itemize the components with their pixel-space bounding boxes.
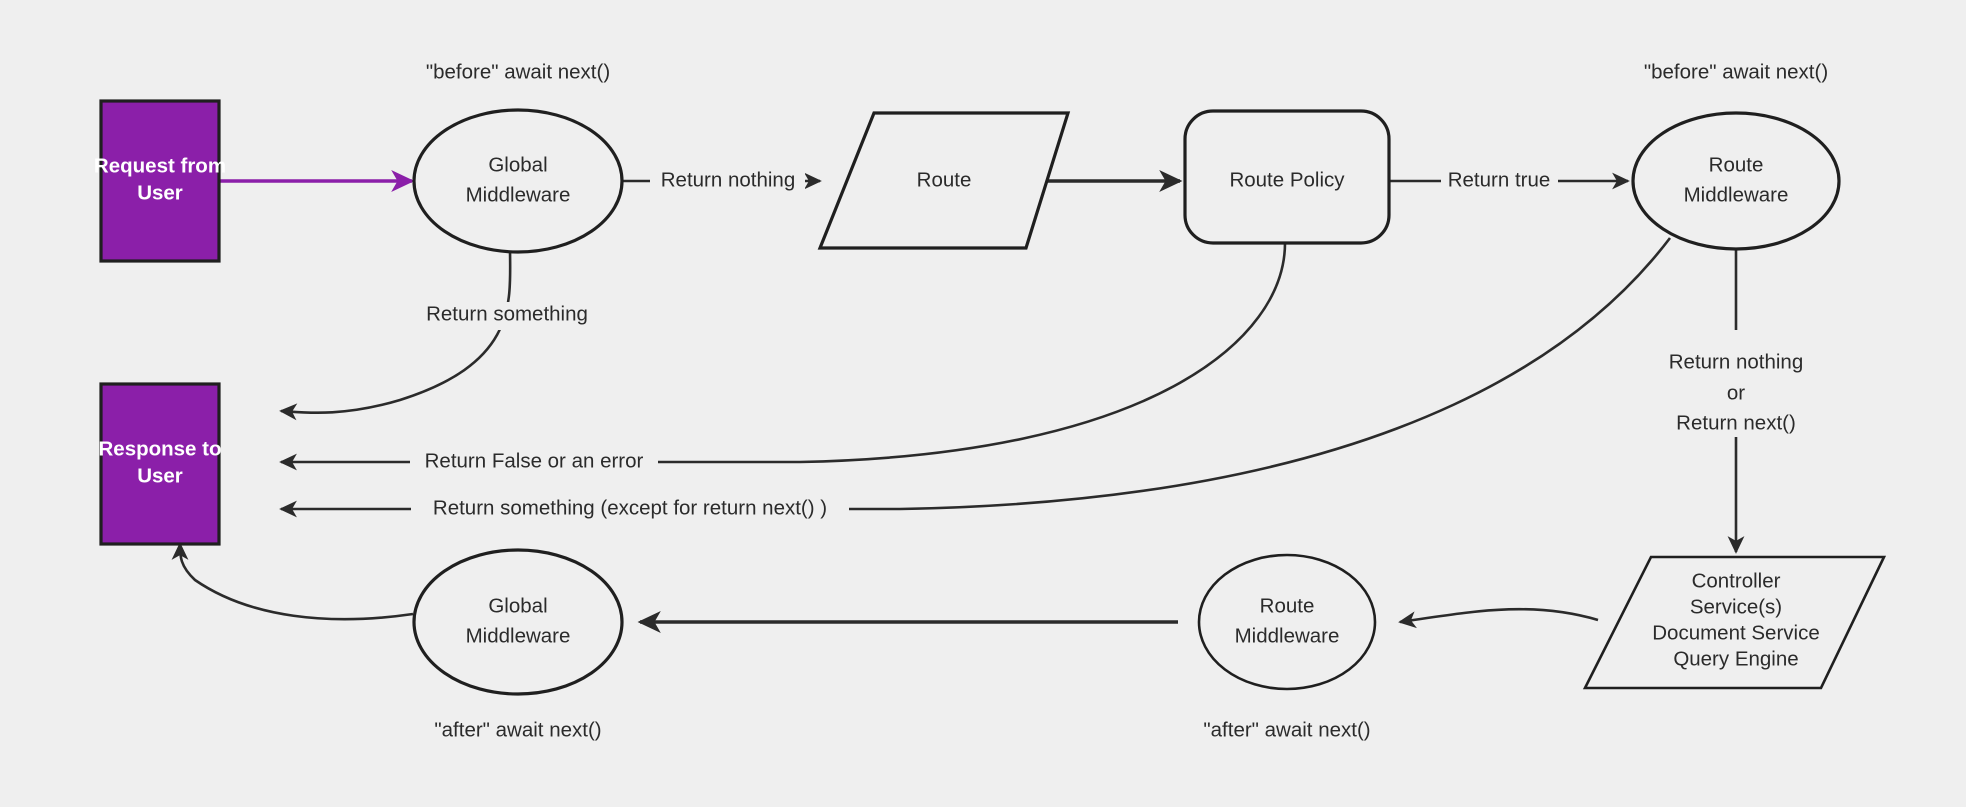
annotation-before-await-next-left: "before" await next() <box>426 60 610 83</box>
route-middleware-before-ellipse[interactable] <box>1631 111 1841 251</box>
return-false-or-error-label: Return False or an error <box>425 449 644 472</box>
return-nothing-or-next-line2: or <box>1727 381 1745 404</box>
global-middleware-before-label-line1: Global <box>488 153 547 176</box>
route-label: Route <box>917 168 972 191</box>
route-middleware-after-label-line2: Middleware <box>1235 624 1340 647</box>
route-policy-label: Route Policy <box>1229 168 1345 191</box>
edge-global-middleware-after-to-response <box>171 542 414 621</box>
annotation-before-await-next-right: "before" await next() <box>1644 60 1828 83</box>
node-request-from-user[interactable]: Request from User <box>94 99 226 263</box>
return-true-label: Return true <box>1448 168 1551 191</box>
return-something-label-bg <box>411 302 603 330</box>
global-middleware-after-label-line1: Global <box>488 594 547 617</box>
request-from-user-box[interactable] <box>99 99 221 263</box>
label-return-nothing: Return nothing <box>650 168 805 194</box>
return-nothing-or-next-label-bg <box>1645 345 1829 437</box>
route-middleware-before-label-line1: Route <box>1709 153 1764 176</box>
return-false-or-error-label-bg <box>410 449 658 475</box>
annotation-after-await-next-right: "after" await next() <box>1203 718 1370 741</box>
return-something-label: Return something <box>426 302 588 325</box>
response-to-user-label-line1: Response to <box>98 437 221 460</box>
edge-route-policy-return-false <box>279 242 1287 471</box>
annotation-after-await-next-left: "after" await next() <box>434 718 601 741</box>
route-middleware-after-label-line1: Route <box>1260 594 1315 617</box>
controller-label-line4: Query Engine <box>1673 647 1798 670</box>
node-route-policy[interactable]: Route Policy <box>1183 109 1391 245</box>
route-parallelogram[interactable] <box>817 111 1071 250</box>
global-middleware-after-label-line2: Middleware <box>466 624 571 647</box>
controller-label-line3: Document Service <box>1652 621 1819 644</box>
label-return-something: Return something <box>411 302 603 330</box>
request-from-user-label-line2: User <box>137 181 183 204</box>
node-route-middleware-after[interactable]: Route Middleware <box>1197 553 1377 691</box>
return-nothing-or-next-line1: Return nothing <box>1669 350 1803 373</box>
return-nothing-label-bg <box>650 168 805 194</box>
label-return-something-except-next: Return something (except for return next… <box>411 496 849 522</box>
route-policy-box[interactable] <box>1183 109 1391 245</box>
node-global-middleware-after[interactable]: Global Middleware <box>412 548 624 696</box>
node-route[interactable]: Route <box>817 111 1071 250</box>
return-true-label-bg <box>1441 168 1558 194</box>
edge-controller-to-route-middleware-after <box>1398 607 1599 629</box>
return-something-except-next-label-bg <box>411 496 849 522</box>
global-middleware-before-label-line2: Middleware <box>466 183 571 206</box>
controller-label-line1: Controller <box>1692 569 1781 592</box>
label-return-true: Return true <box>1441 168 1558 194</box>
controller-parallelogram[interactable] <box>1582 555 1887 690</box>
response-to-user-box[interactable] <box>99 382 221 546</box>
label-return-false-or-error: Return False or an error <box>410 449 658 475</box>
global-middleware-after-ellipse[interactable] <box>412 548 624 696</box>
return-nothing-label: Return nothing <box>661 168 795 191</box>
label-return-nothing-or-next: Return nothing or Return next() <box>1645 345 1829 437</box>
return-nothing-or-next-line3: Return next() <box>1676 411 1796 434</box>
route-middleware-after-ellipse[interactable] <box>1197 553 1377 691</box>
edge-route-middleware-return-something-except <box>279 237 1672 518</box>
global-middleware-before-ellipse[interactable] <box>412 108 624 254</box>
node-route-middleware-before[interactable]: Route Middleware <box>1631 111 1841 251</box>
edge-global-middleware-return-something <box>279 246 512 421</box>
controller-label-line2: Service(s) <box>1690 595 1782 618</box>
route-middleware-before-label-line2: Middleware <box>1684 183 1789 206</box>
request-from-user-label-line1: Request from <box>94 154 226 177</box>
response-to-user-label-line2: User <box>137 464 183 487</box>
node-controller-services[interactable]: Controller Service(s) Document Service Q… <box>1582 555 1887 690</box>
return-something-except-next-label: Return something (except for return next… <box>433 496 827 519</box>
node-response-to-user[interactable]: Response to User <box>98 382 222 546</box>
node-global-middleware-before[interactable]: Global Middleware <box>412 108 624 254</box>
